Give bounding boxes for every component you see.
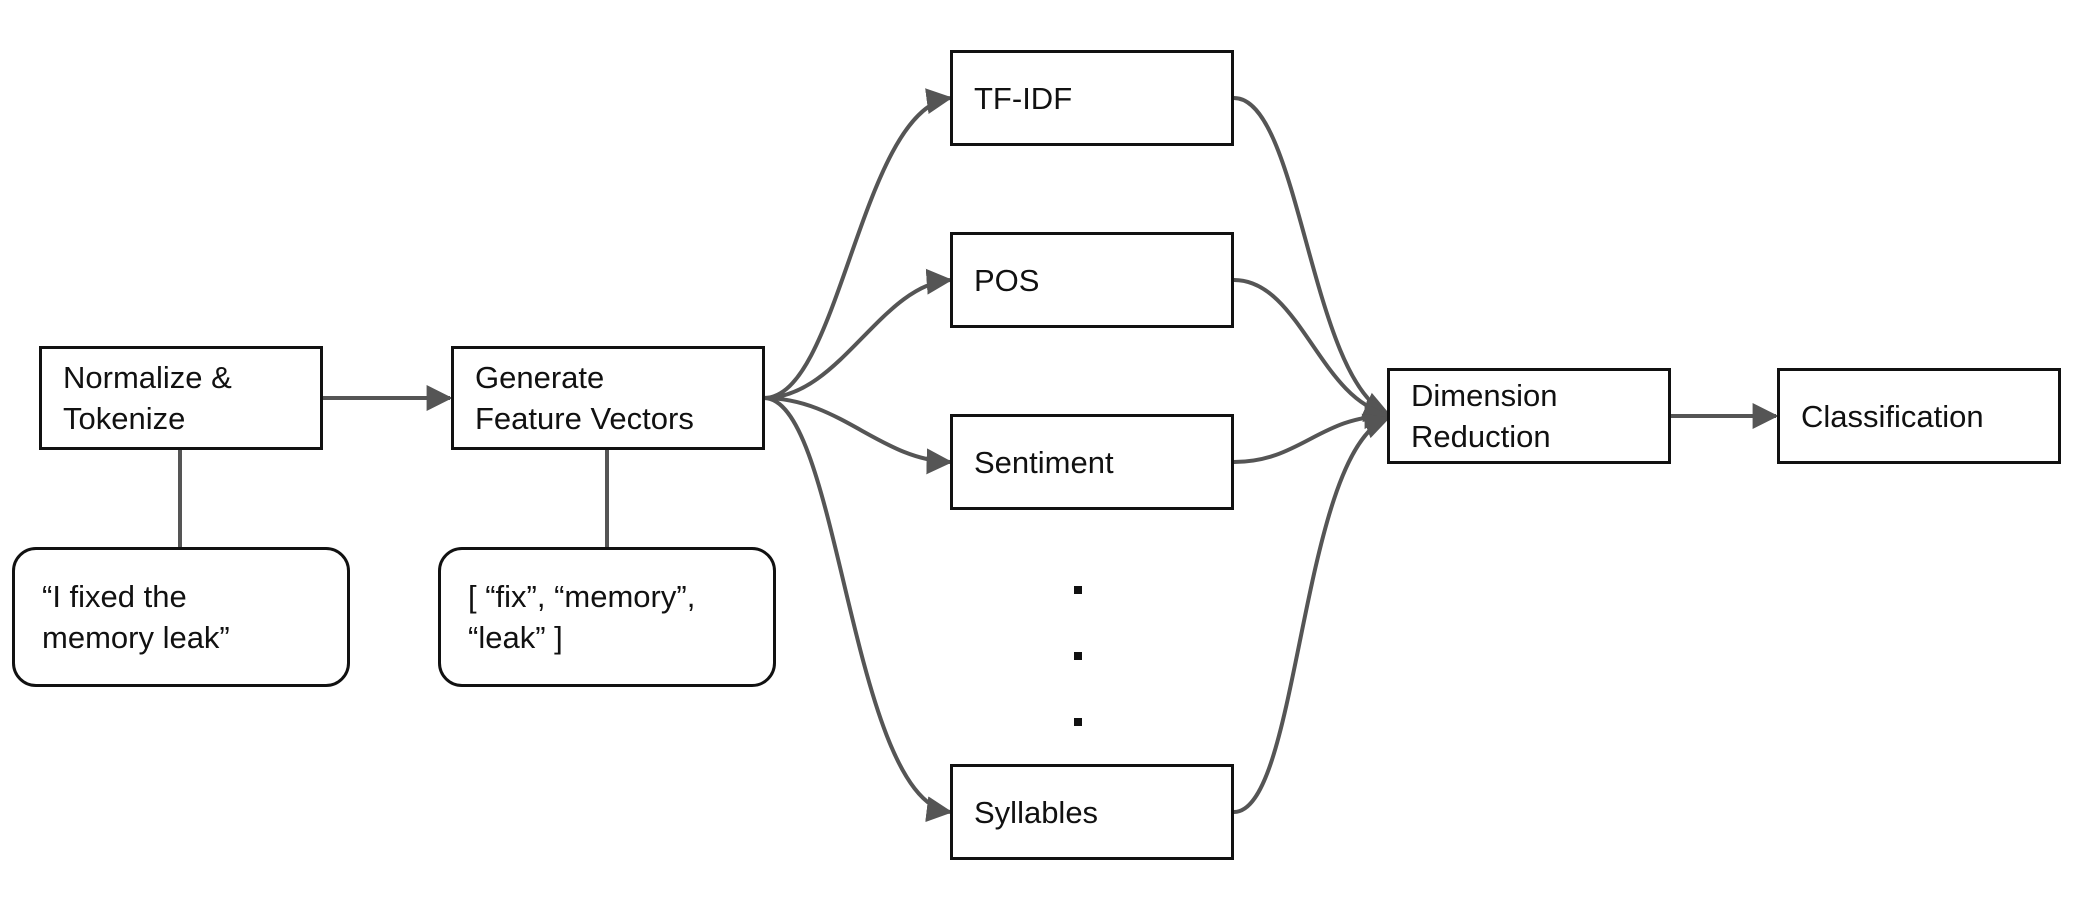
arrow-pos-to-dimension (1233, 278, 1391, 422)
node-classification: Classification (1777, 368, 2061, 464)
node-sentiment: Sentiment (950, 414, 1234, 510)
ellipsis-dot (1074, 586, 1082, 594)
ellipsis-dot (1074, 718, 1082, 726)
node-tf-idf: TF-IDF (950, 50, 1234, 146)
arrow-generate-to-syllables (763, 396, 953, 823)
arrow-generate-to-sentiment (763, 396, 953, 475)
arrow-syllables-to-dimension (1233, 413, 1391, 814)
example-sentence-note: “I fixed the memory leak” (12, 547, 350, 687)
node-syllables: Syllables (950, 764, 1234, 860)
node-normalize-tokenize: Normalize & Tokenize (39, 346, 323, 450)
arrow-generate-to-pos (763, 268, 953, 400)
example-tokens-note: [ “fix”, “memory”, “leak” ] (438, 547, 776, 687)
arrow-tfidf-to-dimension (1233, 96, 1391, 417)
node-generate-feature-vectors: Generate Feature Vectors (451, 346, 765, 450)
node-dimension-reduction: Dimension Reduction (1387, 368, 1671, 464)
arrow-generate-to-tfidf (763, 88, 953, 400)
node-pos: POS (950, 232, 1234, 328)
ellipsis-dot (1074, 652, 1082, 660)
